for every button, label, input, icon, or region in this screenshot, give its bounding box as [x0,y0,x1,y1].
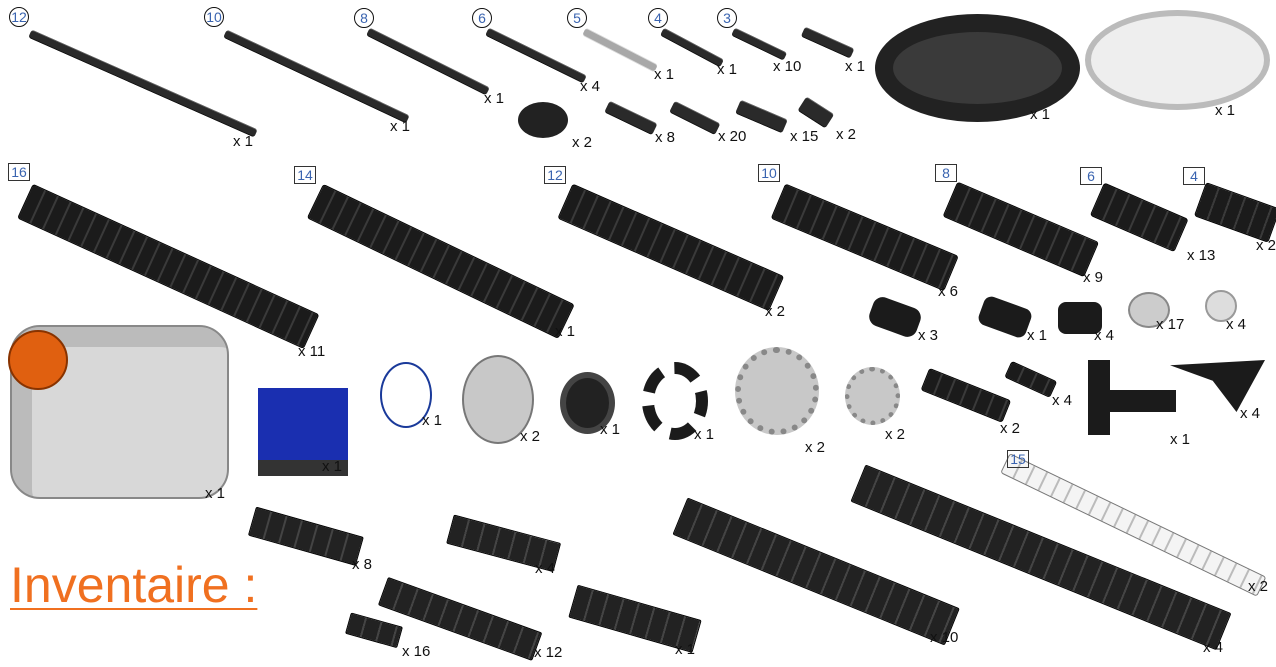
quantity-label: x 4 [1094,327,1115,344]
quantity-label: x 20 [718,128,747,145]
gear-16-shape [845,367,900,425]
length-label: 4 [1183,167,1205,185]
quantity-label: x 4 [580,78,601,95]
quantity-label: x 2 [805,439,826,456]
wheel-small-shape [560,372,615,434]
quantity-label: x 1 [675,641,696,658]
axle-5-shape [581,26,659,72]
half-bush-shape [1205,290,1237,322]
quantity-label: x 2 [1248,578,1269,595]
beam-10-shape [770,183,960,292]
length-label: 8 [354,8,374,28]
pin-long-shape [669,100,721,135]
length-label: 12 [9,7,29,27]
rubber-band-shape [380,362,432,428]
quantity-label: x 4 [1203,639,1224,656]
length-label: 15 [1007,450,1029,468]
beam-14-shape [306,183,576,339]
quantity-label: x 12 [534,644,563,661]
ball-pin-shape [797,95,835,129]
quantity-label: x 17 [1156,316,1185,333]
quantity-label: x 1 [1027,327,1048,344]
quantity-label: x 1 [390,118,411,135]
quantity-label: x 2 [1000,420,1021,437]
quantity-label: x 6 [938,283,959,300]
quantity-label: x 16 [402,643,431,660]
wheel-rim-large-shape [1085,10,1270,110]
quantity-label: x 4 [1240,405,1261,422]
quantity-label: x 8 [655,129,676,146]
beam-4-shape [1193,182,1276,243]
motor-hub-icon [8,330,68,390]
quantity-label: x 1 [845,58,866,75]
axle-connector-shape [976,294,1034,340]
quantity-label: x 15 [790,128,819,145]
quantity-label: x 1 [233,133,254,150]
quantity-label: x 2 [1256,237,1276,254]
quantity-label: x 11 [298,343,326,360]
length-label: 10 [758,164,780,182]
quantity-label: x 10 [930,629,959,646]
beam-8-shape [942,181,1100,278]
length-label: 10 [204,7,224,27]
inventory-title: Inventaire : [10,557,258,613]
length-label: 16 [8,163,30,181]
axle-12-shape [28,28,258,138]
quantity-label: x 1 [422,412,443,429]
quantity-label: x 1 [1170,431,1191,448]
liftarm-2-shape [1004,360,1058,399]
axle-4-shape [659,27,725,67]
quantity-label: x 1 [484,90,505,107]
pulley-shape [462,355,534,444]
connector-tube-shape [866,294,924,340]
beam-12-shape [557,183,785,312]
bush-grey-shape [1128,292,1170,328]
quantity-label: x 1 [694,426,715,443]
beam-6-shape [1089,182,1189,253]
quantity-label: x 1 [205,485,226,502]
length-label: 5 [567,8,587,28]
plate-2x4-shape [247,506,365,566]
quantity-label: x 10 [773,58,802,75]
axle-8-shape [365,26,491,96]
length-label: 3 [717,8,737,28]
quantity-label: x 13 [1187,247,1216,264]
length-label: 14 [294,166,316,184]
quantity-label: x 2 [765,303,786,320]
liftarm-l-shape [1088,360,1176,435]
quantity-label: x 4 [1226,316,1247,333]
length-label: 6 [1080,167,1102,185]
turntable-bush-shape [518,102,568,138]
plate-1x2-shape [345,612,403,649]
quantity-label: x 2 [836,126,857,143]
liftarm-4-shape [920,367,1012,423]
length-label: 6 [472,8,492,28]
quantity-label: x 1 [654,66,675,83]
quantity-label: x 4 [535,560,556,577]
quantity-label: x 2 [572,134,593,151]
length-label: 4 [648,8,668,28]
gear-24-shape [735,347,819,435]
length-label: 8 [935,164,957,182]
quantity-label: x 9 [1083,269,1104,286]
quantity-label: x 3 [918,327,939,344]
cross-block-shape [1058,302,1102,334]
length-label: 12 [544,166,566,184]
quantity-label: x 8 [352,556,373,573]
axle-stop-shape [800,25,855,59]
quantity-label: x 1 [555,323,576,340]
quantity-label: x 1 [1215,102,1236,119]
axle-3-shape [731,26,787,61]
battery-box-shape [258,388,348,476]
quantity-label: x 4 [1052,392,1073,409]
axle-pin-long-shape [604,100,658,135]
quantity-label: x 2 [885,426,906,443]
quantity-label: x 1 [600,421,621,438]
quantity-label: x 1 [1030,106,1051,123]
axle-6-shape [485,26,587,84]
quantity-label: x 1 [717,61,738,78]
quantity-label: x 2 [520,428,541,445]
quantity-label: x 1 [322,458,343,475]
